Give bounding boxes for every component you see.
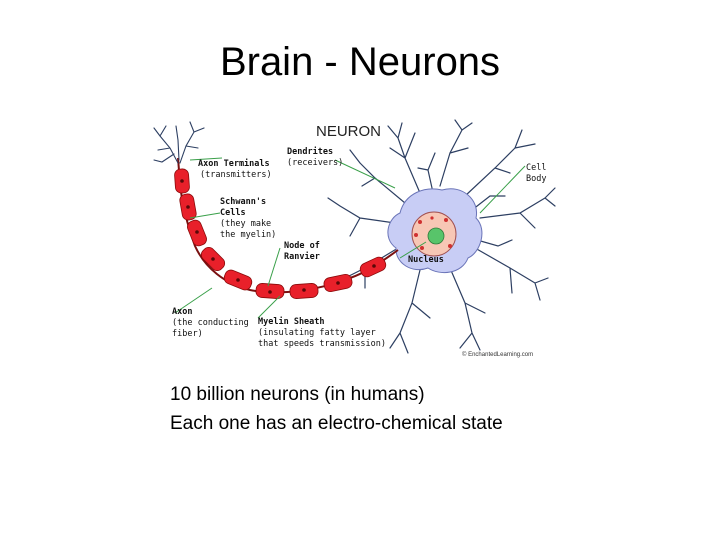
label-schwann-desc-2: the myelin) (220, 230, 276, 240)
organelles (414, 216, 452, 250)
label-myelin-desc-2: that speeds transmission) (258, 339, 386, 349)
label-axon-terminals: Axon Terminals (198, 158, 270, 169)
axon-terminals (153, 121, 205, 164)
label-schwann-desc-1: (they make (220, 219, 271, 229)
neuron-illustration: NEURON Dendrites (receivers) Axon Termin… (153, 119, 556, 358)
diagram-title: NEURON (316, 123, 381, 140)
body-line-2: Each one has an electro-chemical state (170, 413, 503, 434)
neuron-diagram: NEURON Dendrites (receivers) Axon Termin… (150, 118, 560, 360)
nucleolus (427, 227, 445, 245)
body-line-1: 10 billion neurons (in humans) (170, 384, 425, 405)
axon-fiber (177, 157, 399, 294)
label-dendrites-desc: (receivers) (287, 158, 343, 168)
label-body: Body (526, 174, 546, 184)
label-axon: Axon (172, 307, 192, 317)
leader-lines (174, 157, 526, 319)
label-axon-terminals-desc: (transmitters) (200, 170, 272, 180)
label-myelin-sheath: Myelin Sheath (258, 316, 325, 327)
label-axon-desc-1: (the conducting (172, 318, 249, 328)
label-ranvier: Ranvier (284, 251, 320, 262)
myelin-sheath (174, 168, 387, 299)
slide-body: 10 billion neurons (in humans) Each one … (170, 380, 503, 438)
schwann-nuclei (180, 179, 376, 294)
label-schwann: Schwann's (220, 197, 266, 207)
credit-text: © EnchantedLearning.com (462, 351, 533, 358)
label-node-of: Node of (284, 241, 320, 251)
label-schwann-cells: Cells (220, 208, 246, 218)
label-myelin-desc-1: (insulating fatty layer (258, 328, 376, 338)
label-dendrites: Dendrites (287, 146, 333, 157)
label-axon-desc-2: fiber) (172, 329, 203, 339)
label-cell: Cell (526, 163, 546, 173)
label-nucleus: Nucleus (408, 255, 444, 265)
slide-title: Brain - Neurons (219, 40, 501, 84)
